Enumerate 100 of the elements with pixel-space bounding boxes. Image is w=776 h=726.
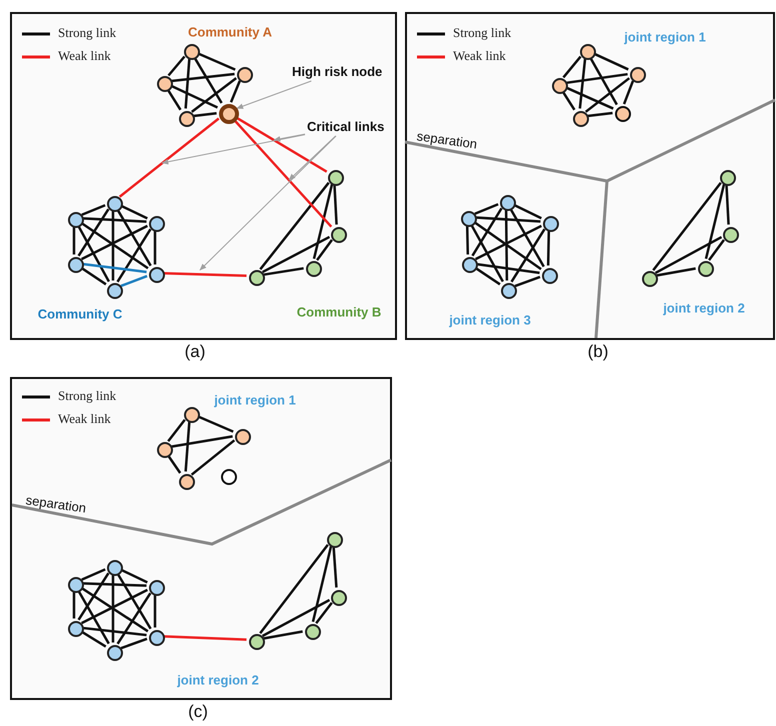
network-link (167, 418, 186, 442)
network-link (471, 208, 503, 256)
network-node-circle (501, 283, 517, 299)
leader-line (273, 134, 306, 142)
network-node-circle (68, 621, 84, 637)
network-node-circle (179, 111, 195, 127)
network-link (116, 572, 152, 630)
network-link (116, 208, 152, 266)
network-link (80, 266, 107, 286)
network-link (81, 588, 148, 624)
annotation-label: High risk node (292, 64, 382, 79)
network-node-circle (500, 195, 516, 211)
network-node-circle (179, 474, 195, 490)
panel-frame (405, 12, 775, 340)
network-node-circle (184, 407, 200, 423)
network-link (77, 224, 110, 282)
network-link (77, 590, 110, 644)
network-link (80, 222, 149, 270)
network-link (263, 630, 303, 640)
panel-frame (10, 12, 397, 340)
network-link (654, 236, 722, 274)
network-node-circle (461, 211, 477, 227)
legend-label: Weak link (58, 48, 111, 64)
network-node-circle (107, 283, 123, 299)
network-link (230, 80, 241, 103)
legend-label: Strong link (58, 388, 116, 404)
network-node-circle (698, 261, 714, 277)
network-link (168, 56, 186, 76)
annotation-label: Critical links (307, 119, 384, 134)
network-node-circle (184, 44, 200, 60)
network-link (184, 58, 191, 109)
region-label: Community A (188, 24, 272, 40)
network-node-circle (630, 67, 646, 83)
legend-label: Strong link (453, 25, 512, 41)
network-link (184, 421, 191, 472)
network-link (120, 568, 148, 584)
region-label: joint region 2 (177, 672, 259, 688)
network-link (333, 184, 338, 225)
region-label: joint region 3 (449, 312, 531, 328)
network-link (82, 262, 147, 274)
network-node-circle (580, 44, 596, 60)
network-link (193, 56, 223, 104)
network-link (565, 86, 614, 110)
leader-line (200, 136, 337, 270)
network-link (514, 276, 540, 288)
network-node-circle (331, 590, 347, 606)
leader-line (288, 136, 336, 180)
network-node-circle (149, 580, 165, 596)
network-link (193, 112, 217, 118)
network-link (562, 56, 582, 78)
region-label: joint region 1 (214, 392, 296, 408)
network-link (197, 415, 234, 433)
leader-line (161, 134, 306, 165)
network-link (82, 582, 147, 587)
network-link (72, 592, 76, 618)
legend-label: Weak link (453, 48, 506, 64)
network-link (78, 572, 110, 621)
network-link (166, 454, 182, 474)
region-label: Community C (38, 306, 122, 322)
panel-caption: (a) (184, 342, 206, 362)
network-link (235, 116, 328, 173)
network-node-circle (552, 78, 568, 94)
network-node-circle (305, 624, 321, 640)
network-link (316, 239, 333, 261)
network-node-circle (642, 271, 658, 287)
network-link (593, 52, 629, 71)
network-link (312, 546, 332, 622)
network-link (112, 210, 114, 280)
network-node-circle (68, 257, 84, 273)
network-node-circle (723, 227, 739, 243)
panel-caption: (c) (188, 702, 208, 722)
network-link (81, 568, 106, 581)
network-link (474, 203, 499, 215)
network-link (262, 598, 330, 638)
network-link (82, 217, 147, 223)
network-link (120, 274, 148, 288)
network-link (584, 77, 630, 113)
network-node-circle (68, 577, 84, 593)
network-link (171, 72, 235, 82)
network-node-circle (157, 442, 173, 458)
network-link (116, 592, 152, 645)
network-link (80, 586, 149, 632)
network-link (509, 208, 545, 268)
network-node-circle (573, 111, 589, 127)
network-link (562, 90, 576, 110)
network-link (312, 184, 334, 260)
network-link (474, 266, 501, 286)
panel-frame (10, 377, 392, 700)
network-node-circle (331, 227, 347, 243)
network-link (504, 209, 508, 281)
high-risk-node-circle (219, 104, 239, 124)
network-link (116, 228, 152, 282)
network-node-circle (328, 170, 344, 186)
network-link (263, 267, 304, 276)
network-link (197, 52, 236, 71)
network-link (332, 546, 338, 588)
network-link (72, 226, 76, 254)
network-link (476, 262, 540, 274)
network-link (191, 77, 237, 113)
network-node-circle (107, 645, 123, 661)
